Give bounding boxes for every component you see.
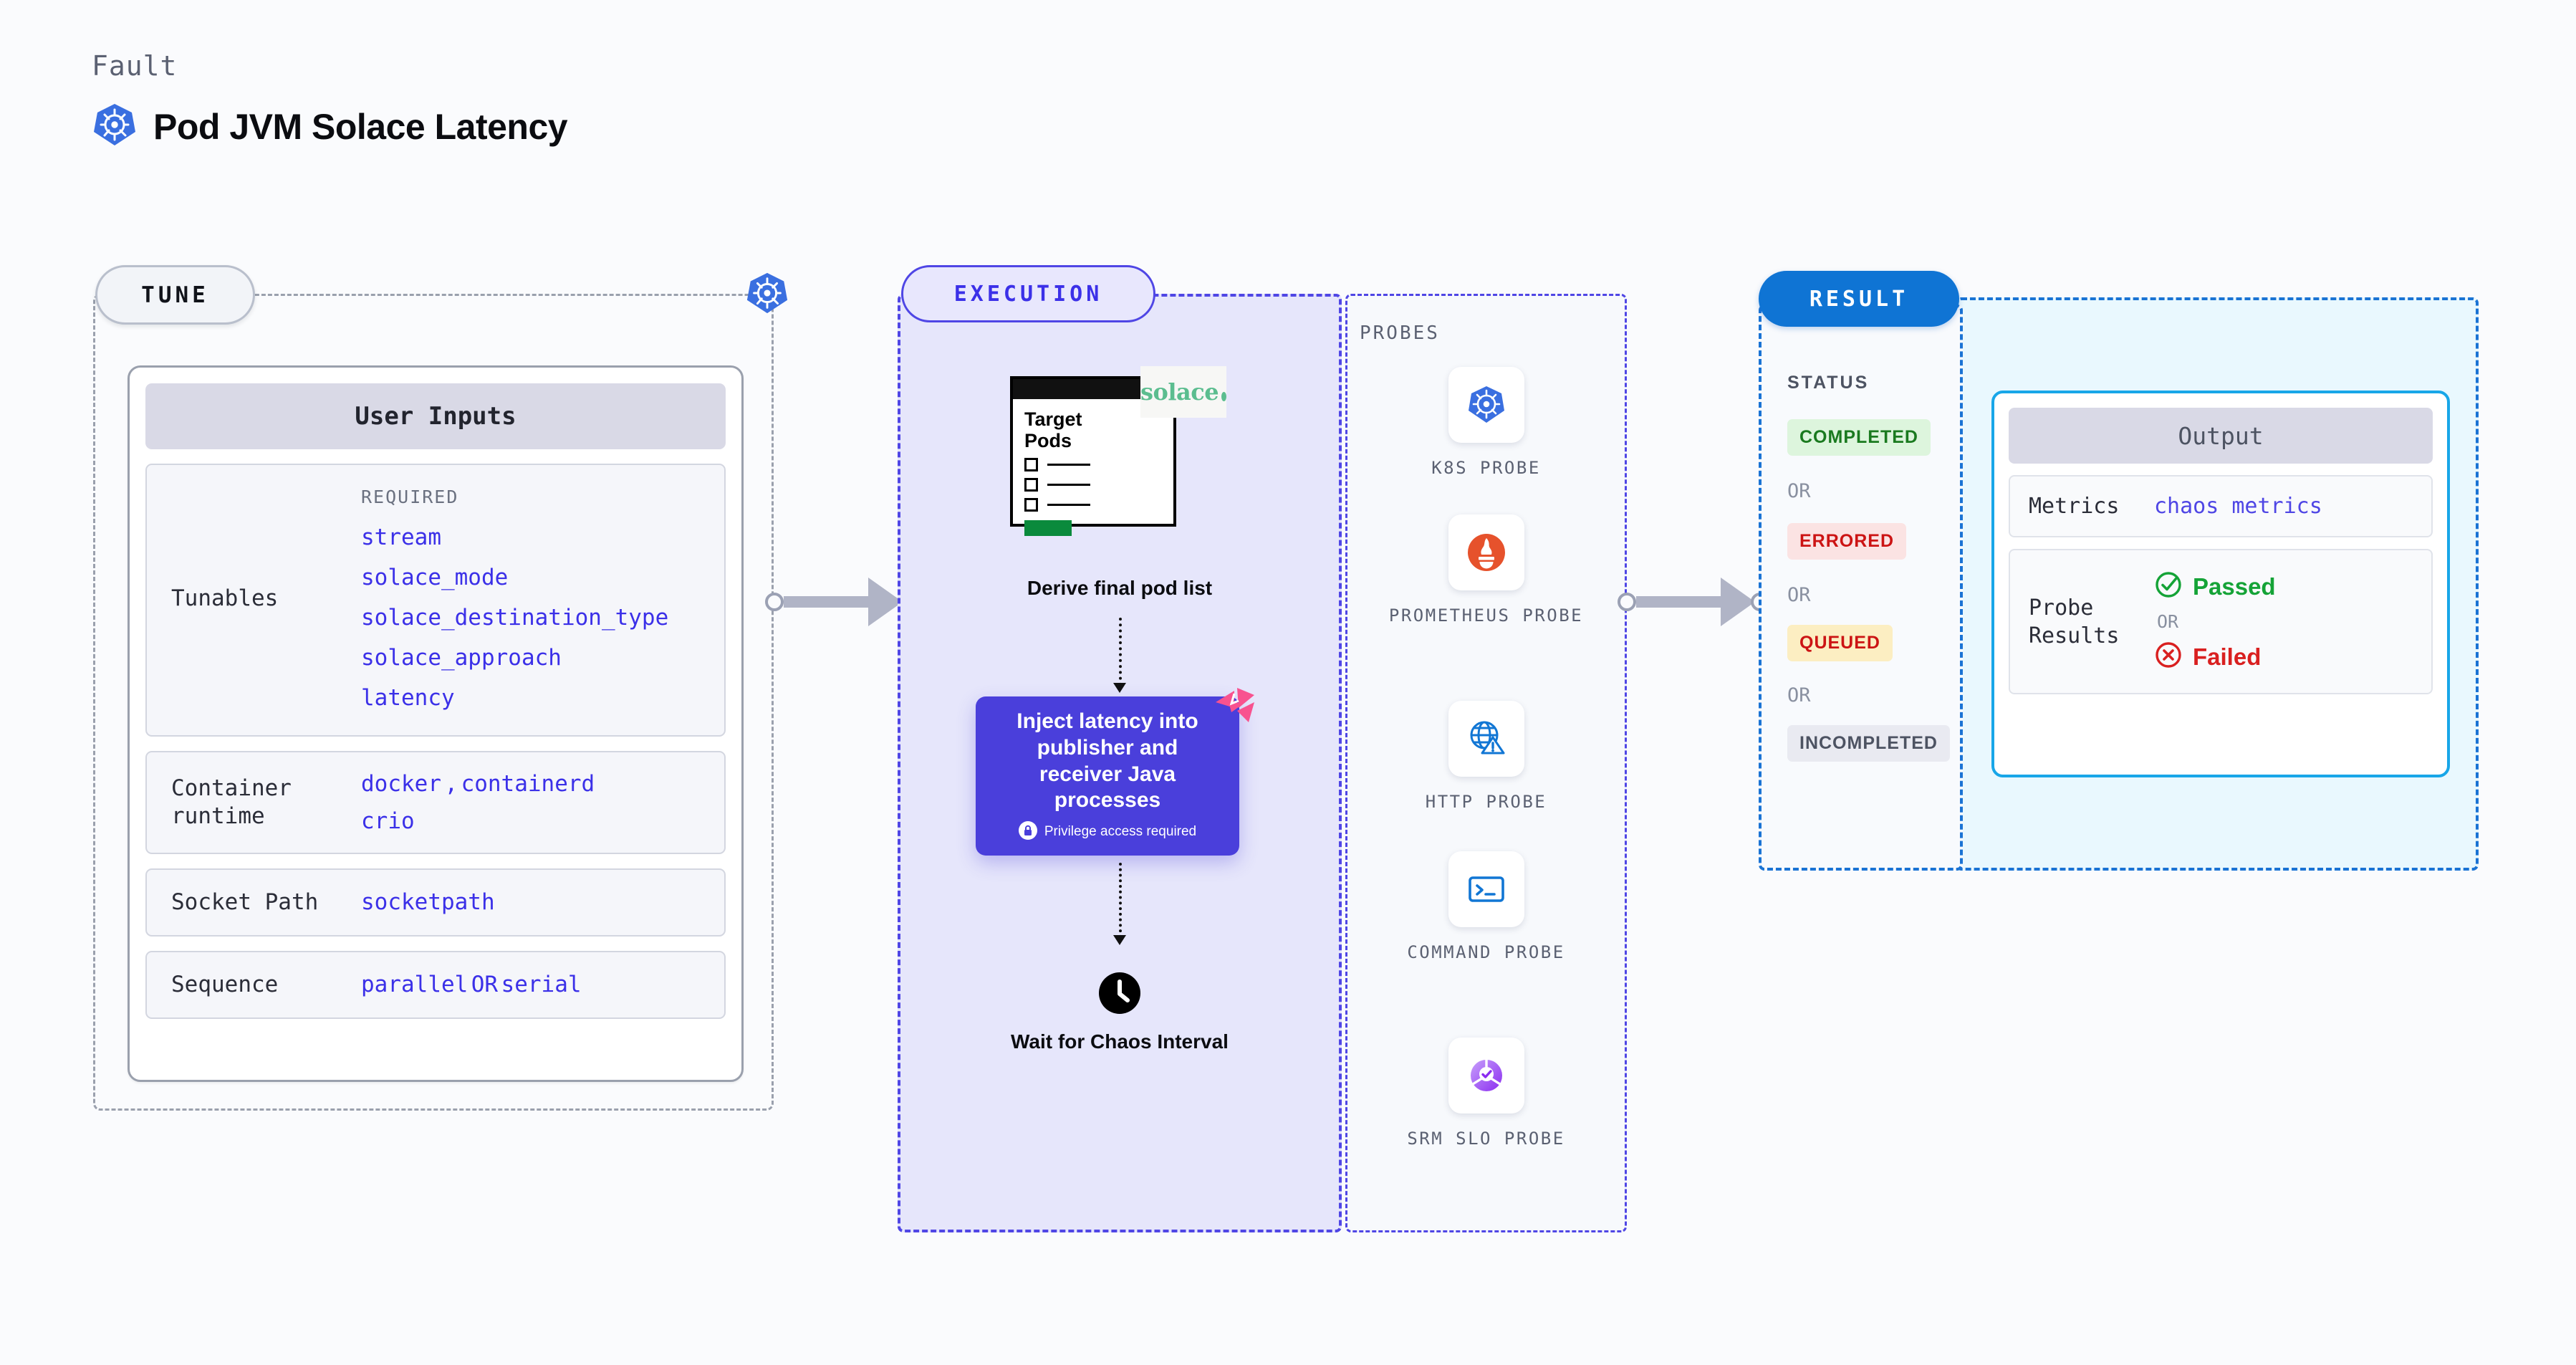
checkbox-icon (1024, 478, 1038, 492)
tunables-label: Tunables (171, 585, 279, 612)
kubernetes-icon (1448, 367, 1524, 443)
sequence-row: Sequence parallel OR serial (145, 950, 726, 1019)
page-header: Fault Pod JVM Solace Latency (92, 50, 568, 151)
status-badge-queued: QUEUED (1787, 625, 1893, 661)
connector-execution-result (1618, 578, 1769, 626)
connector-line (784, 596, 870, 608)
terminal-icon (1448, 851, 1524, 927)
probe-prometheus[interactable]: PROMETHEUS PROBE (1345, 514, 1627, 628)
checkbox-icon (1024, 498, 1038, 512)
runtime-separator: , (444, 771, 458, 797)
list-dash (1047, 484, 1090, 487)
chaos-ribbon-icon (1213, 686, 1257, 732)
socket-path-label: Socket Path (171, 889, 319, 915)
check-circle-icon (2154, 570, 2183, 603)
pods-progress-bar (1024, 520, 1072, 537)
kubernetes-icon (745, 271, 789, 319)
solace-logo: solace (1140, 366, 1226, 418)
tunables-row: Tunables REQUIRED stream solace_mode sol… (145, 464, 726, 737)
probe-http[interactable]: HTTP PROBE (1345, 701, 1627, 815)
probe-result-passed: Passed (2154, 570, 2276, 603)
probe-srm-slo[interactable]: SRM SLO PROBE (1345, 1038, 1627, 1151)
tunable-latency[interactable]: latency (361, 685, 455, 711)
globe-warning-icon (1448, 701, 1524, 777)
result-pill: RESULT (1759, 271, 1959, 327)
privilege-note: Privilege access required (1018, 820, 1196, 843)
wait-for-chaos-step: Wait for Chaos Interval (898, 971, 1342, 1054)
container-runtime-label: Container runtime (171, 775, 292, 829)
page-title: Pod JVM Solace Latency (153, 106, 568, 147)
tunable-solace-approach[interactable]: solace_approach (361, 645, 562, 671)
status-or-2: OR (1787, 584, 1811, 606)
status-label: STATUS (1787, 373, 1870, 393)
checkbox-icon (1024, 458, 1038, 472)
execution-pill: EXECUTION (901, 265, 1155, 322)
title-row: Pod JVM Solace Latency (92, 102, 568, 151)
status-or-1: OR (1787, 480, 1811, 502)
connector-arrowhead (1721, 578, 1755, 626)
list-dash (1047, 464, 1090, 466)
probe-result-failed: Failed (2154, 641, 2276, 673)
pods-list-item (1024, 478, 1162, 492)
probe-result-or: OR (2157, 611, 2179, 632)
probe-k8s[interactable]: K8S PROBE (1345, 367, 1627, 481)
socket-path-row: Socket Path socketpath (145, 868, 726, 937)
solace-dot-icon (1221, 391, 1226, 401)
pods-list-item (1024, 458, 1162, 472)
inject-latency-step: Inject latency into publisher and receiv… (976, 696, 1239, 856)
probe-results-label: Probe Results (2029, 595, 2120, 648)
lock-icon (1018, 820, 1037, 843)
runtime-docker[interactable]: docker (361, 771, 441, 797)
result-status-panel (1759, 305, 1963, 871)
flow-connector-1 (1119, 618, 1122, 686)
socket-path-value[interactable]: socketpath (361, 889, 495, 916)
metrics-value[interactable]: chaos metrics (2154, 494, 2322, 519)
container-runtime-row: Container runtime docker , containerd cr… (145, 751, 726, 854)
sequence-parallel[interactable]: parallel (361, 972, 468, 998)
tunable-stream[interactable]: stream (361, 525, 441, 550)
status-or-3: OR (1787, 684, 1811, 707)
probe-results-row: Probe Results Passed OR (2009, 549, 2433, 694)
target-pods-title-line2: Pods (1024, 429, 1072, 451)
connector-start-dot (765, 593, 784, 611)
metrics-label: Metrics (2029, 494, 2120, 519)
output-title: Output (2009, 408, 2433, 464)
user-inputs-card: User Inputs Tunables REQUIRED stream sol… (128, 365, 744, 1082)
tunable-solace-mode[interactable]: solace_mode (361, 565, 509, 590)
connector-tune-execution (765, 578, 917, 626)
connector-arrowhead (868, 578, 903, 626)
sequence-label: Sequence (171, 971, 279, 997)
target-pods-title-line1: Target (1024, 408, 1082, 430)
pods-list-item (1024, 498, 1162, 512)
tunable-solace-destination-type[interactable]: solace_destination_type (361, 605, 669, 631)
derive-pod-list-label: Derive final pod list (1027, 577, 1213, 599)
connector-line (1636, 596, 1722, 608)
probes-label: PROBES (1360, 322, 1440, 344)
runtime-containerd[interactable]: containerd (461, 771, 595, 797)
status-badge-completed: COMPLETED (1787, 419, 1931, 456)
runtime-crio[interactable]: crio (361, 808, 415, 834)
flow-connector-2 (1119, 863, 1122, 938)
clock-icon (1097, 972, 1142, 1018)
tune-pill: TUNE (95, 265, 255, 325)
kubernetes-icon (92, 102, 138, 151)
flow-arrowhead-1 (1113, 683, 1126, 693)
probe-command[interactable]: COMMAND PROBE (1345, 851, 1627, 965)
status-badge-incompleted: INCOMPLETED (1787, 725, 1950, 762)
status-badge-errored: ERRORED (1787, 523, 1907, 560)
user-inputs-title: User Inputs (145, 383, 726, 449)
x-circle-icon (2154, 641, 2183, 673)
required-label: REQUIRED (361, 487, 459, 507)
metrics-row: Metrics chaos metrics (2009, 475, 2433, 537)
flow-arrowhead-2 (1113, 935, 1126, 945)
slo-donut-icon (1448, 1038, 1524, 1113)
output-card: Output Metrics chaos metrics Probe Resul… (1991, 391, 2450, 777)
tune-panel (93, 294, 774, 1111)
sequence-serial[interactable]: serial (501, 972, 582, 998)
fault-eyebrow: Fault (92, 50, 178, 82)
prometheus-icon (1448, 514, 1524, 590)
sequence-separator: OR (471, 972, 499, 998)
list-dash (1047, 504, 1090, 507)
connector-start-dot (1618, 593, 1636, 611)
